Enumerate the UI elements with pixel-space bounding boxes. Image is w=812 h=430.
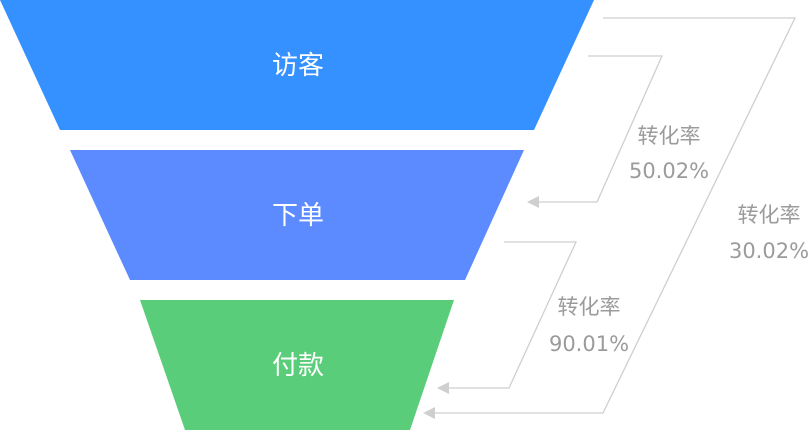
conversion-label-orders-payment: 转化率 <box>558 295 621 319</box>
stage-label-payment: 付款 <box>272 351 324 381</box>
conversion-connector-visitors-orders <box>527 55 664 208</box>
stage-label-visitors: 访客 <box>272 51 324 81</box>
conversion-connector-visitors-payment <box>423 17 797 419</box>
arrow-left-icon <box>423 407 435 419</box>
conversion-label-visitors-payment: 转化率 <box>738 203 801 227</box>
conversion-label-visitors-orders: 转化率 <box>638 124 701 148</box>
funnel-stage-orders <box>70 150 524 280</box>
conversion-value-visitors-payment: 30.02% <box>729 239 809 263</box>
arrow-left-icon <box>437 382 449 394</box>
stage-label-orders: 下单 <box>272 201 324 231</box>
funnel-stage-visitors <box>0 0 594 130</box>
conversion-value-visitors-orders: 50.02% <box>629 159 709 183</box>
arrow-left-icon <box>527 196 539 208</box>
conversion-connector-orders-payment <box>437 241 578 394</box>
conversion-value-orders-payment: 90.01% <box>549 332 629 356</box>
funnel-stage-payment <box>140 300 454 430</box>
